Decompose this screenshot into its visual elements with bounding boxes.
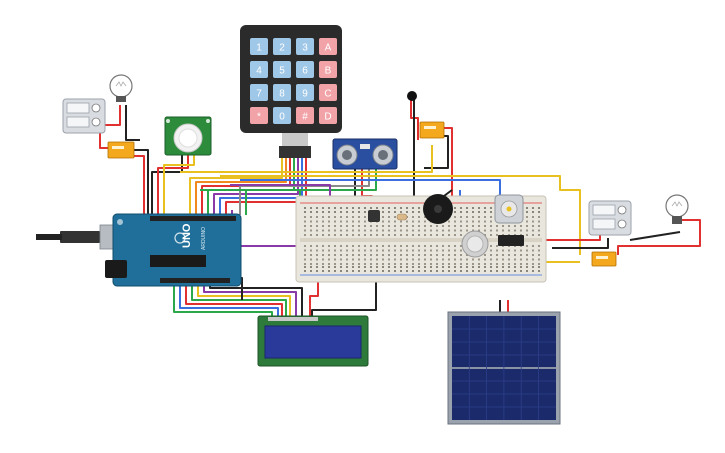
microphone-icon <box>407 91 417 101</box>
keypad-key-label: 7 <box>256 89 262 100</box>
wire <box>629 231 681 241</box>
arduino-uno: UNO ARDUINO <box>36 213 242 287</box>
wire <box>309 280 319 316</box>
right-relay <box>591 251 617 267</box>
buzzer <box>423 189 453 224</box>
wire <box>132 149 149 215</box>
keypad-key[interactable]: B <box>319 61 337 78</box>
ic-chip <box>498 235 524 246</box>
keypad-key[interactable]: 5 <box>273 61 291 78</box>
keypad-key-label: 8 <box>279 89 285 100</box>
keypad-key-label: 6 <box>302 66 308 77</box>
wire <box>240 179 501 195</box>
lcd-display <box>257 315 369 367</box>
wire <box>220 175 581 255</box>
pir-sensor <box>164 116 212 156</box>
wire <box>180 145 433 173</box>
left-power-switch <box>62 98 106 134</box>
wire <box>151 155 183 215</box>
keypad-key[interactable]: * <box>250 107 268 124</box>
wire <box>179 282 279 316</box>
potentiometer <box>461 230 489 258</box>
transistor <box>368 210 380 222</box>
keypad-key[interactable]: 3 <box>296 38 314 55</box>
wire <box>125 105 140 141</box>
keypad-key-label: D <box>324 112 331 123</box>
wire <box>189 158 283 215</box>
breadboard <box>295 195 547 283</box>
wire <box>617 219 701 255</box>
keypad-key[interactable]: # <box>296 107 314 124</box>
keypad-key-label: 0 <box>279 112 285 123</box>
wire <box>185 282 283 316</box>
ultrasonic-sensor <box>332 138 398 170</box>
keypad-key[interactable]: D <box>319 107 337 124</box>
keypad-key[interactable]: 9 <box>296 84 314 101</box>
wire <box>552 238 609 249</box>
wire <box>173 282 273 316</box>
right-power-switch <box>588 200 632 236</box>
wire <box>132 155 145 215</box>
wire <box>424 135 449 169</box>
keypad-key-label: # <box>302 112 308 123</box>
keypad-key-label: C <box>324 89 331 100</box>
keypad-key[interactable]: C <box>319 84 337 101</box>
keypad-key-label: 3 <box>302 43 308 54</box>
keypad-key[interactable]: 0 <box>273 107 291 124</box>
keypad-key-label: 1 <box>256 43 262 54</box>
solar-cells <box>452 316 556 420</box>
wire <box>163 155 195 215</box>
keypad-key-label: 5 <box>279 66 285 77</box>
right-bulb-icon <box>665 194 689 224</box>
keypad-key-label: 9 <box>302 89 308 100</box>
keypad-key-label: 2 <box>279 43 285 54</box>
arduino-brand-label: UNO <box>181 223 193 248</box>
top-relay <box>419 121 445 139</box>
dc-motor <box>494 194 524 224</box>
keypad-key[interactable]: 2 <box>273 38 291 55</box>
wire <box>203 282 297 316</box>
keypad-key-label: B <box>325 66 332 77</box>
wire <box>197 282 291 316</box>
keypad-keys: 1 2 3 A 4 5 6 B 7 8 9 C * 0 # D <box>250 38 337 124</box>
solar-panel <box>447 311 561 425</box>
keypad-key-label: A <box>325 43 332 54</box>
keypad-key[interactable]: 1 <box>250 38 268 55</box>
resistor <box>396 213 408 221</box>
arduino-maker-label: ARDUINO <box>201 227 207 250</box>
wire <box>157 155 189 215</box>
keypad-key[interactable]: 8 <box>273 84 291 101</box>
keypad: 1 2 3 A 4 5 6 B 7 8 9 C * 0 # D <box>240 25 342 158</box>
wire <box>195 158 287 215</box>
keypad-key-label: 4 <box>256 66 262 77</box>
keypad-key[interactable]: 4 <box>250 61 268 78</box>
keypad-key-label: * <box>257 112 261 123</box>
left-bulb-icon <box>109 74 133 102</box>
keypad-key[interactable]: 6 <box>296 61 314 78</box>
keypad-key[interactable]: A <box>319 38 337 55</box>
wire <box>219 158 303 215</box>
left-relay <box>107 141 135 159</box>
keypad-key[interactable]: 7 <box>250 84 268 101</box>
wire <box>191 282 287 316</box>
